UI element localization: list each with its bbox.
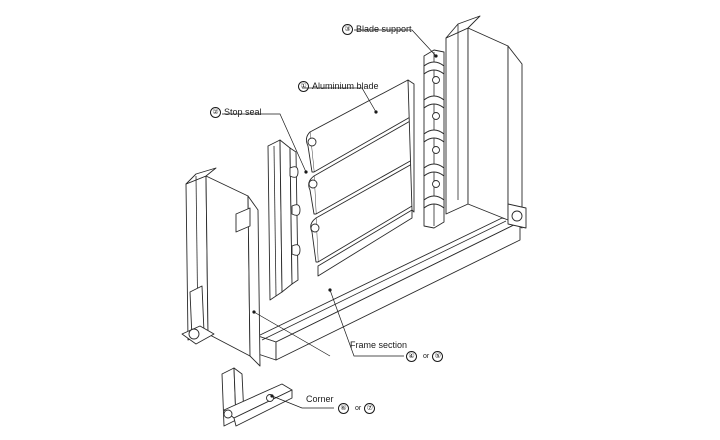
blade-support-part (423, 49, 445, 229)
frame-section-number-b: ⑤ (432, 351, 444, 363)
blade-support-text: Blade support (356, 24, 412, 34)
corner-number-b: ⑦ (364, 403, 376, 415)
stop-seal-number: ② (210, 107, 221, 119)
leader-lines (222, 29, 438, 409)
corner-part (221, 367, 293, 427)
corner-text: Corner (306, 394, 334, 404)
corner-label: Corner (306, 393, 334, 405)
aluminium-blade-text: Aluminium blade (312, 81, 379, 91)
right-frame-section (445, 15, 527, 229)
stop-seal-part (267, 139, 301, 301)
corner-number-a: ⑥ (338, 403, 349, 415)
bottom-frame-rail (257, 217, 521, 361)
left-frame-section (181, 167, 261, 367)
frame-section-text: Frame section (350, 340, 408, 350)
frame-section-or: or (423, 352, 430, 360)
frame-section-number-a: ④ (406, 351, 417, 363)
stop-seal-text: Stop seal (224, 107, 262, 117)
corner-or: or (355, 404, 362, 412)
aluminium-blade-number: ① (298, 81, 309, 93)
frame-section-label: Frame section (350, 339, 407, 351)
aluminium-blades (305, 79, 415, 277)
blade-support-number: ③ (342, 24, 353, 36)
